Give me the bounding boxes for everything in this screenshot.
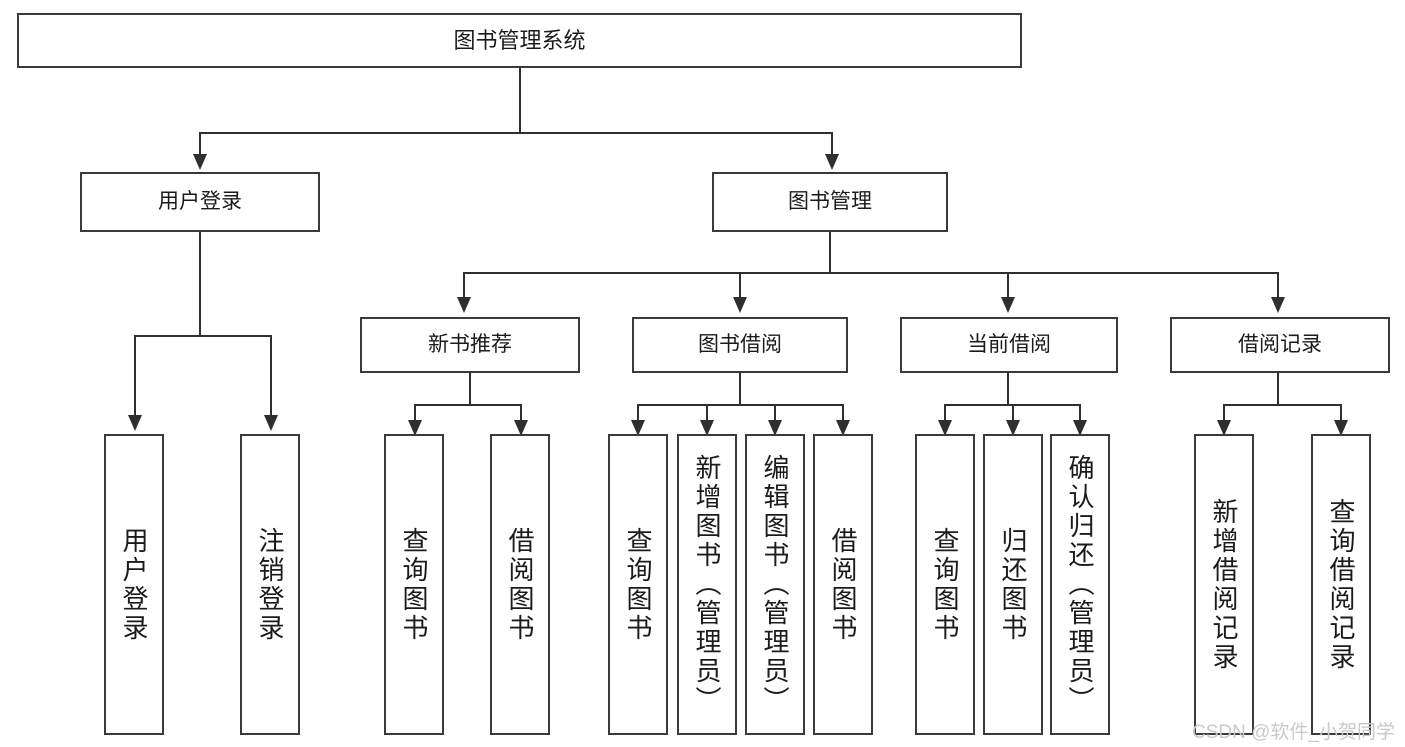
- edge-root-to-book-mgmt: [831, 132, 833, 156]
- arrow-book-mgmt-to-borrow: [733, 297, 747, 313]
- arrow-current-to-leaf-1: [938, 420, 952, 436]
- arrow-borrow-to-leaf-4: [836, 420, 850, 436]
- arrow-user-login-to-leaf-2: [264, 415, 278, 431]
- leaf-borrow-add-book[interactable]: 新增图书（管理员）: [677, 434, 737, 735]
- arrow-user-login-to-leaf-1: [128, 415, 142, 431]
- leaf-user-login-label: 用户登录: [119, 526, 149, 643]
- edge-new-book-to-leaf-2: [520, 404, 522, 422]
- edge-book-mgmt-to-new-book: [463, 272, 465, 299]
- node-borrow-records[interactable]: 借阅记录: [1170, 317, 1390, 373]
- edge-user-login-to-leaf-1: [134, 335, 136, 417]
- leaf-new-book-query[interactable]: 查询图书: [384, 434, 444, 735]
- edge-borrow-to-leaf-1: [637, 404, 639, 422]
- arrow-borrow-to-leaf-1: [631, 420, 645, 436]
- arrow-root-to-user-login: [193, 154, 207, 170]
- edge-borrow-to-leaf-3: [774, 404, 776, 422]
- leaf-new-book-borrow-label: 借阅图书: [505, 526, 535, 643]
- edge-root-bus: [199, 132, 833, 134]
- edge-root-to-user-login: [199, 132, 201, 156]
- leaf-current-query-label: 查询图书: [930, 526, 960, 643]
- edge-new-book-to-leaf-1: [414, 404, 416, 422]
- edge-current-stem: [1007, 373, 1009, 405]
- edge-user-login-stem: [199, 232, 201, 336]
- leaf-logout-label: 注销登录: [255, 526, 285, 643]
- edge-book-mgmt-to-records: [1277, 272, 1279, 299]
- leaf-current-confirm-return[interactable]: 确认归还（管理员）: [1050, 434, 1110, 735]
- leaf-new-book-query-label: 查询图书: [399, 526, 429, 643]
- node-book-management-label: 图书管理: [788, 189, 872, 213]
- arrow-new-book-to-leaf-1: [408, 420, 422, 436]
- leaf-borrow-add-book-label: 新增图书（管理员）: [692, 454, 722, 715]
- edge-user-login-to-leaf-2: [270, 335, 272, 417]
- edge-current-to-leaf-3: [1079, 404, 1081, 422]
- node-root[interactable]: 图书管理系统: [17, 13, 1022, 68]
- edge-book-mgmt-to-borrow: [739, 272, 741, 299]
- edge-root-stem: [519, 68, 521, 132]
- leaf-records-query-label: 查询借阅记录: [1326, 497, 1356, 672]
- leaf-borrow-borrow-book-label: 借阅图书: [828, 526, 858, 643]
- edge-borrow-to-leaf-4: [842, 404, 844, 422]
- edge-book-mgmt-to-current: [1007, 272, 1009, 299]
- leaf-logout[interactable]: 注销登录: [240, 434, 300, 735]
- leaf-records-add-label: 新增借阅记录: [1209, 497, 1239, 672]
- arrow-borrow-to-leaf-3: [768, 420, 782, 436]
- node-book-borrow-label: 图书借阅: [698, 332, 782, 356]
- edge-records-bus: [1223, 404, 1341, 406]
- leaf-borrow-query[interactable]: 查询图书: [608, 434, 668, 735]
- edge-records-stem: [1277, 373, 1279, 405]
- edge-borrow-bus: [637, 404, 843, 406]
- leaf-user-login[interactable]: 用户登录: [104, 434, 164, 735]
- node-current-borrow-label: 当前借阅: [967, 332, 1051, 356]
- node-user-login-label: 用户登录: [158, 189, 242, 213]
- edge-current-to-leaf-1: [944, 404, 946, 422]
- edge-current-to-leaf-2: [1012, 404, 1014, 422]
- leaf-borrow-edit-book-label: 编辑图书（管理员）: [760, 454, 790, 715]
- edge-user-login-bus: [134, 335, 271, 337]
- edge-new-book-bus: [414, 404, 522, 406]
- leaf-records-query[interactable]: 查询借阅记录: [1311, 434, 1371, 735]
- edge-borrow-stem: [739, 373, 741, 405]
- leaf-current-query[interactable]: 查询图书: [915, 434, 975, 735]
- leaf-borrow-borrow-book[interactable]: 借阅图书: [813, 434, 873, 735]
- arrow-current-to-leaf-2: [1006, 420, 1020, 436]
- arrow-book-mgmt-to-records: [1271, 297, 1285, 313]
- edge-records-to-leaf-2: [1340, 404, 1342, 422]
- node-borrow-records-label: 借阅记录: [1238, 332, 1322, 356]
- leaf-records-add[interactable]: 新增借阅记录: [1194, 434, 1254, 735]
- edge-new-book-stem: [469, 373, 471, 405]
- node-book-management[interactable]: 图书管理: [712, 172, 948, 232]
- arrow-root-to-book-mgmt: [825, 154, 839, 170]
- node-new-book-recommend-label: 新书推荐: [428, 332, 512, 356]
- edge-book-mgmt-bus: [463, 272, 1277, 274]
- arrow-records-to-leaf-2: [1334, 420, 1348, 436]
- edge-records-to-leaf-1: [1223, 404, 1225, 422]
- leaf-current-confirm-return-label: 确认归还（管理员）: [1065, 454, 1095, 715]
- arrow-book-mgmt-to-new-book: [457, 297, 471, 313]
- edge-book-mgmt-stem: [829, 232, 831, 274]
- arrow-new-book-to-leaf-2: [514, 420, 528, 436]
- node-current-borrow[interactable]: 当前借阅: [900, 317, 1118, 373]
- node-user-login[interactable]: 用户登录: [80, 172, 320, 232]
- leaf-new-book-borrow[interactable]: 借阅图书: [490, 434, 550, 735]
- leaf-borrow-query-label: 查询图书: [623, 526, 653, 643]
- node-new-book-recommend[interactable]: 新书推荐: [360, 317, 580, 373]
- leaf-current-return-label: 归还图书: [998, 526, 1028, 643]
- arrow-current-to-leaf-3: [1073, 420, 1087, 436]
- edge-borrow-to-leaf-2: [706, 404, 708, 422]
- arrow-records-to-leaf-1: [1217, 420, 1231, 436]
- leaf-current-return[interactable]: 归还图书: [983, 434, 1043, 735]
- arrow-book-mgmt-to-current: [1001, 297, 1015, 313]
- node-root-label: 图书管理系统: [453, 27, 586, 53]
- leaf-borrow-edit-book[interactable]: 编辑图书（管理员）: [745, 434, 805, 735]
- arrow-borrow-to-leaf-2: [700, 420, 714, 436]
- node-book-borrow[interactable]: 图书借阅: [632, 317, 848, 373]
